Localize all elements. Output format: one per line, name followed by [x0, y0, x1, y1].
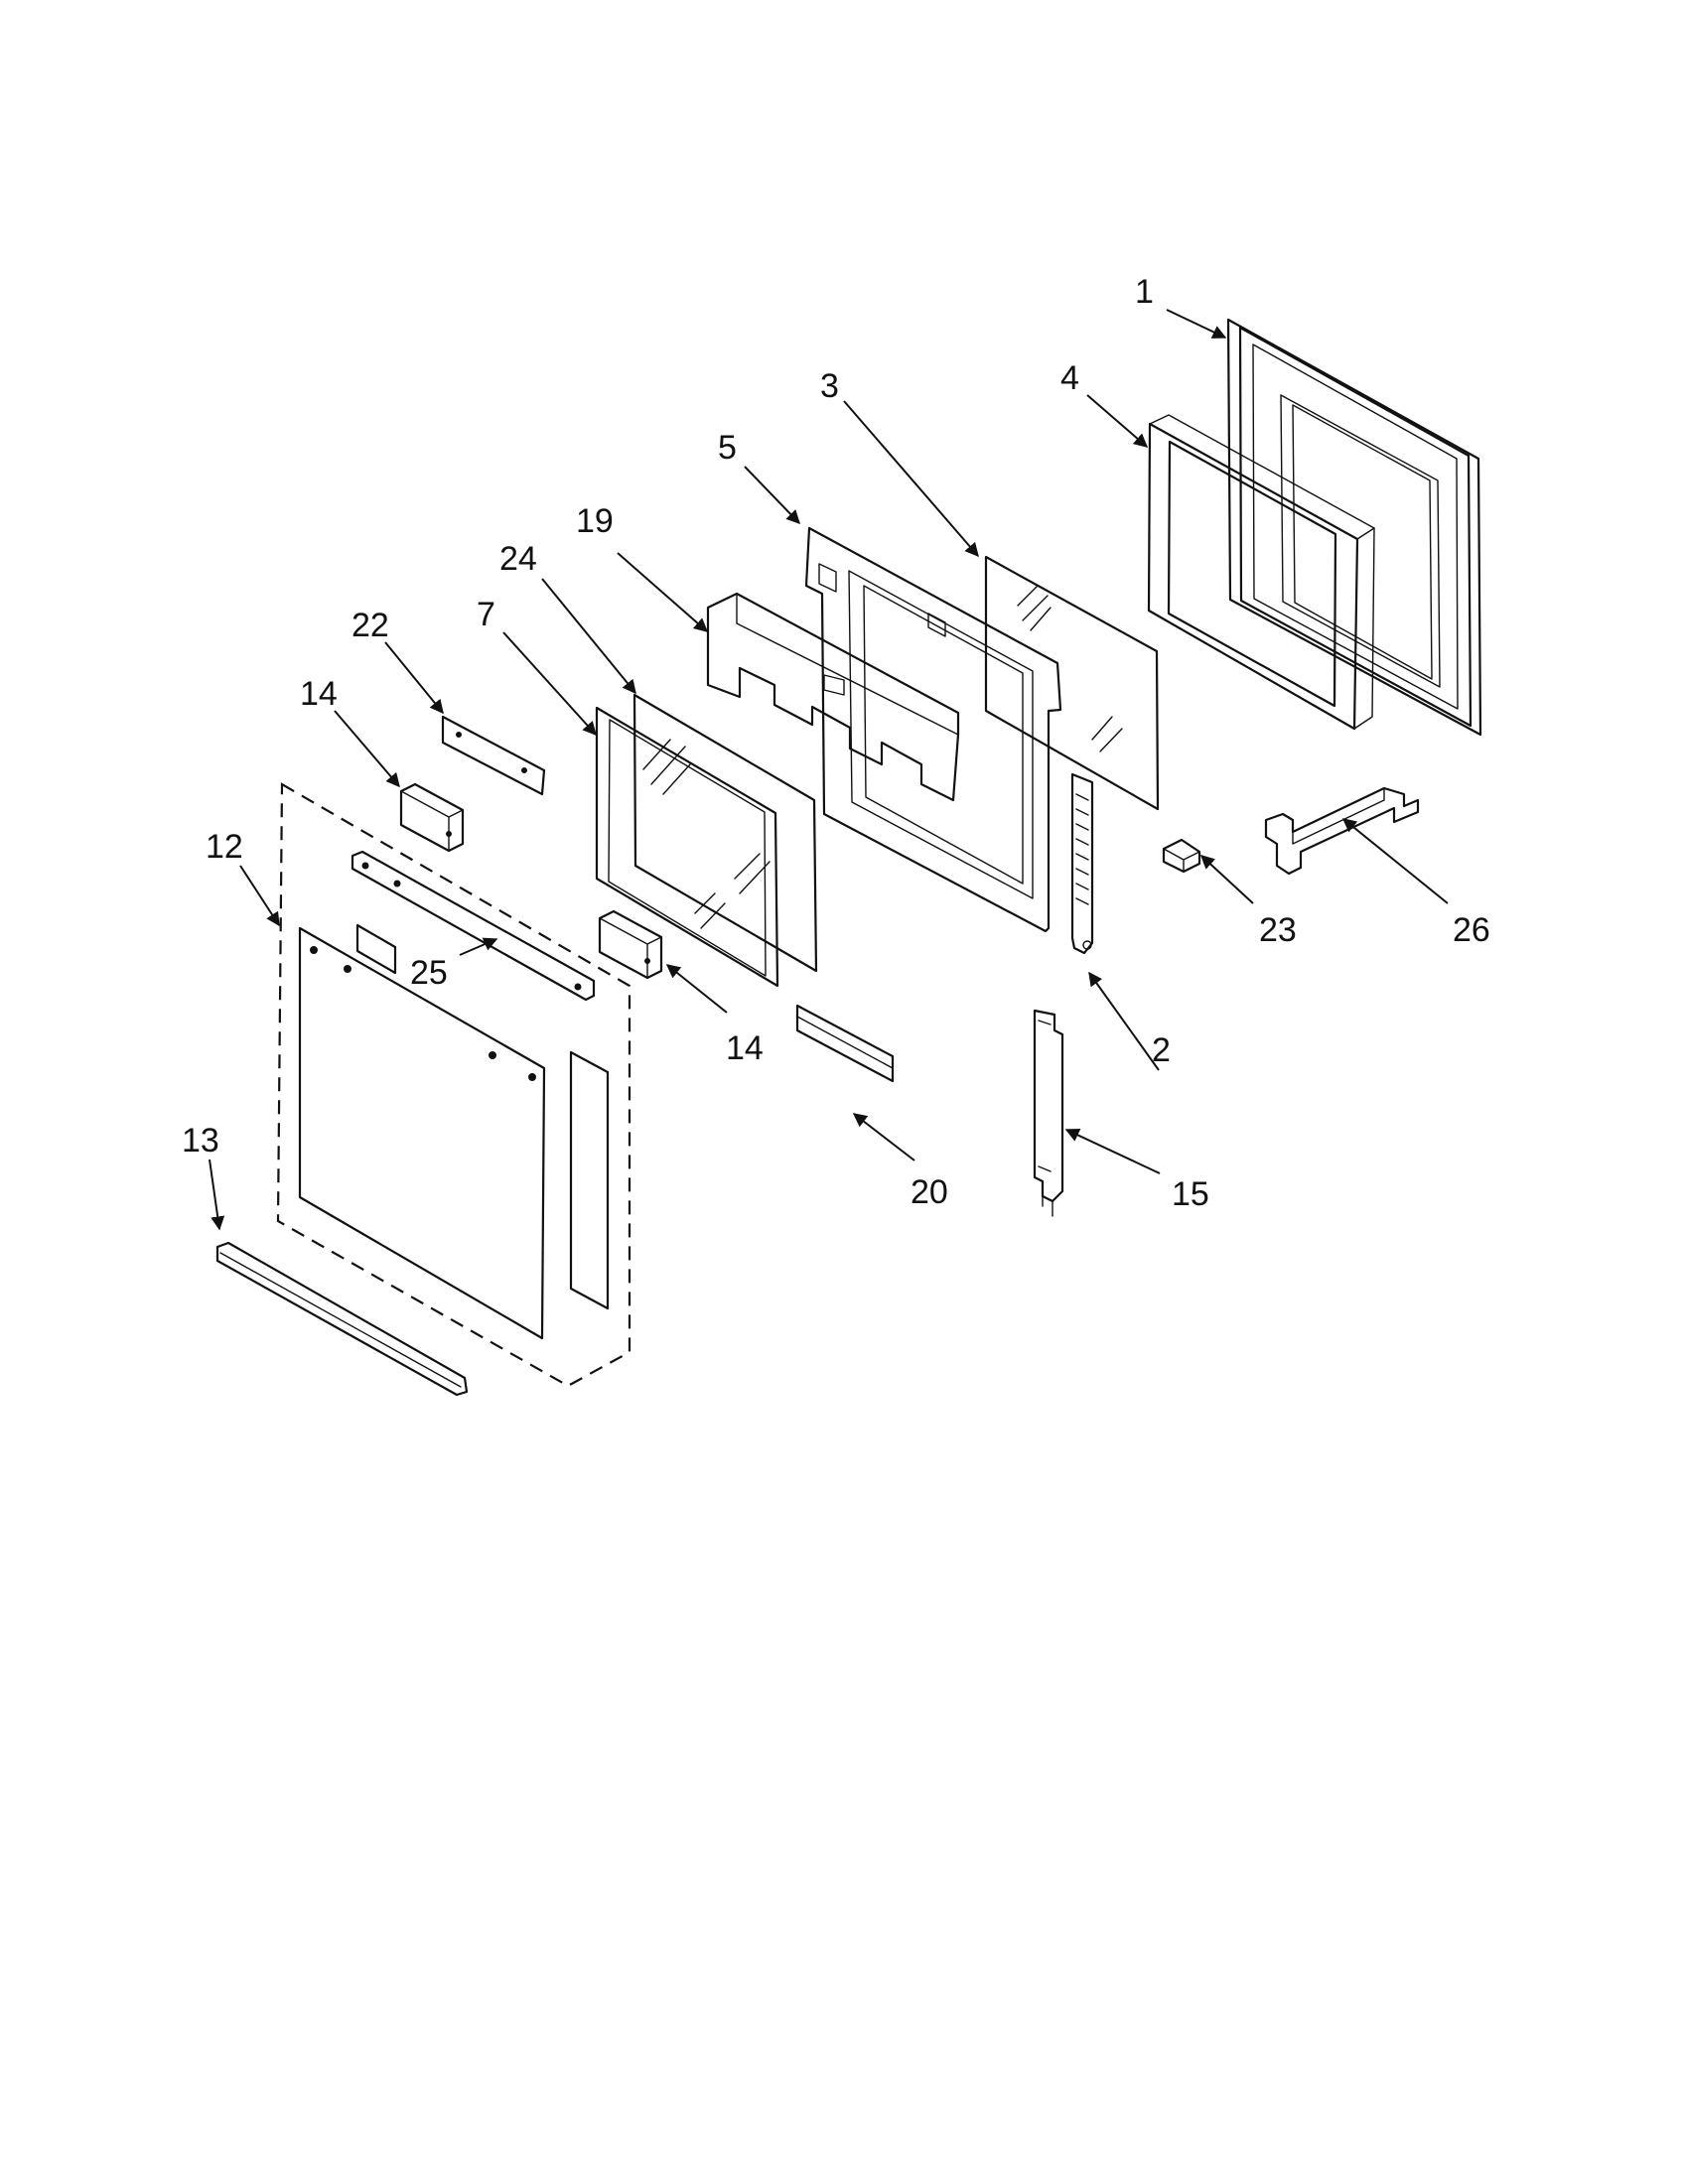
callout-15: 15 — [1172, 1175, 1209, 1213]
part-15-hinge-assembly — [1033, 1009, 1064, 1217]
callout-22: 22 — [351, 607, 389, 644]
part-19-baffle — [706, 592, 960, 802]
callout-24: 24 — [499, 540, 537, 578]
callout-3: 3 — [820, 367, 839, 405]
callout-leaders — [209, 309, 1449, 1231]
callout-4: 4 — [1060, 359, 1079, 397]
part-3-glass-panel — [984, 555, 1160, 811]
part-2-hinge — [1070, 772, 1094, 955]
callout-labels: 1 2 3 4 5 7 12 13 14 14 15 19 20 22 23 2… — [182, 273, 1490, 1213]
part-12-outer-door-panel — [276, 782, 632, 1388]
callout-5: 5 — [718, 429, 737, 467]
part-20-vent-strip — [795, 1004, 895, 1083]
callout-25: 25 — [410, 954, 448, 992]
part-25-trim-strip — [351, 850, 596, 1002]
part-22-strip — [441, 715, 546, 796]
part-13-handle — [215, 1241, 469, 1397]
part-14-hinge-receiver-upper — [399, 782, 465, 853]
callout-19: 19 — [576, 502, 614, 540]
part-14-hinge-receiver-lower — [598, 909, 663, 980]
callout-14-upper: 14 — [300, 675, 338, 713]
callout-14-lower: 14 — [726, 1029, 764, 1067]
callout-12: 12 — [206, 828, 243, 866]
part-23-clip — [1162, 838, 1201, 874]
callout-20: 20 — [911, 1173, 948, 1211]
callout-23: 23 — [1259, 911, 1297, 949]
part-24-inner-glass — [632, 693, 818, 973]
callout-7: 7 — [477, 596, 495, 633]
callout-26: 26 — [1453, 911, 1490, 949]
part-1-outer-frame — [1226, 318, 1482, 737]
part-7-outer-glass — [595, 706, 779, 988]
callout-1: 1 — [1135, 273, 1154, 311]
part-4-inner-frame — [1147, 414, 1375, 731]
callout-2: 2 — [1152, 1031, 1171, 1069]
part-5-door-liner — [804, 526, 1062, 933]
part-26-bracket — [1264, 786, 1420, 876]
callout-13: 13 — [182, 1122, 219, 1160]
